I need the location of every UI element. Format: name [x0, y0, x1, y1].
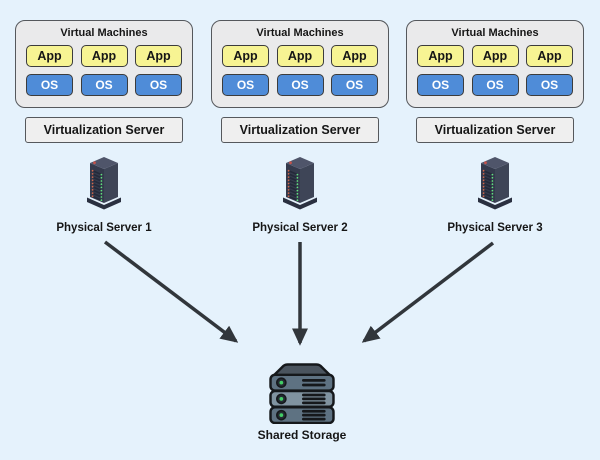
arrow-server3-to-storage [361, 241, 495, 343]
vm-grid: App OS App OS App OS [407, 45, 583, 96]
os-box: OS [331, 74, 378, 96]
vm-panel-title: Virtual Machines [256, 27, 344, 39]
app-box: App [417, 45, 464, 67]
os-box: OS [222, 74, 269, 96]
os-box: OS [526, 74, 573, 96]
vm-stack: App OS [276, 45, 324, 96]
arrow-server1-to-storage [103, 240, 239, 343]
tower-server-icon [85, 154, 123, 212]
vm-stack: App OS [417, 45, 464, 96]
vm-stack: App OS [331, 45, 378, 96]
app-box: App [471, 45, 519, 67]
storage-array-icon [269, 363, 335, 424]
vm-stack: App OS [26, 45, 73, 96]
shared-storage-label: Shared Storage [257, 428, 347, 442]
shared-storage-group: Shared Storage [252, 363, 352, 442]
vm-panel: Virtual Machines App OS App OS App OS [15, 20, 193, 108]
app-box: App [526, 45, 573, 67]
physical-server-label: Physical Server 1 [56, 222, 152, 234]
os-box: OS [80, 74, 128, 96]
physical-server-label: Physical Server 2 [252, 222, 348, 234]
vm-panel-title: Virtual Machines [60, 27, 148, 39]
virtualization-server-box: Virtualization Server [25, 117, 183, 143]
app-box: App [276, 45, 324, 67]
os-box: OS [276, 74, 324, 96]
virtualization-server-box: Virtualization Server [416, 117, 574, 143]
server-column-3: Virtual Machines App OS App OS App OS Vi… [406, 20, 584, 234]
server-column-1: Virtual Machines App OS App OS App OS Vi… [15, 20, 193, 234]
os-box: OS [135, 74, 182, 96]
os-box: OS [417, 74, 464, 96]
vm-stack: App OS [222, 45, 269, 96]
vm-stack: App OS [526, 45, 573, 96]
app-box: App [135, 45, 182, 67]
vm-stack: App OS [80, 45, 128, 96]
physical-server-label: Physical Server 3 [447, 222, 543, 234]
app-box: App [222, 45, 269, 67]
app-box: App [331, 45, 378, 67]
tower-server-icon [476, 154, 514, 212]
vm-panel-title: Virtual Machines [451, 27, 539, 39]
vm-panel: Virtual Machines App OS App OS App OS [211, 20, 389, 108]
virtualization-server-box: Virtualization Server [221, 117, 379, 143]
vm-grid: App OS App OS App OS [212, 45, 388, 96]
vm-stack: App OS [135, 45, 182, 96]
vm-panel: Virtual Machines App OS App OS App OS [406, 20, 584, 108]
server-column-2: Virtual Machines App OS App OS App OS Vi… [211, 20, 389, 234]
os-box: OS [471, 74, 519, 96]
vm-grid: App OS App OS App OS [16, 45, 192, 96]
tower-server-icon [281, 154, 319, 212]
app-box: App [80, 45, 128, 67]
app-box: App [26, 45, 73, 67]
vm-stack: App OS [471, 45, 519, 96]
os-box: OS [26, 74, 73, 96]
